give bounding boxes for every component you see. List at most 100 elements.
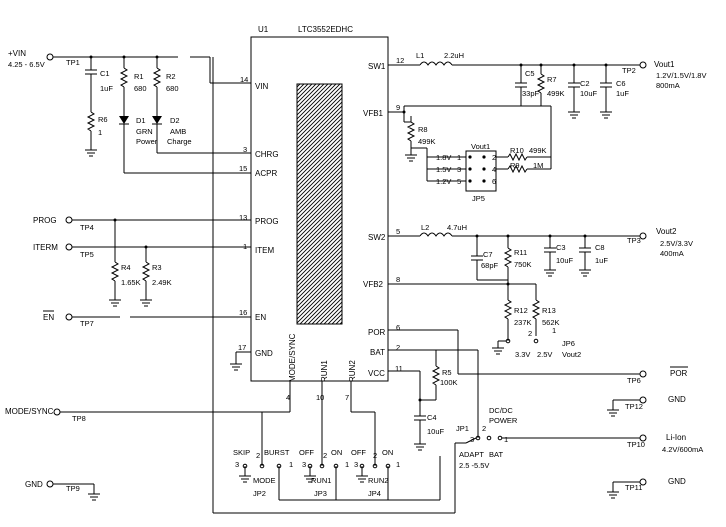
- pin-name-prog: PROG: [255, 217, 279, 226]
- vout2-network: L2 4.7uH Vout2 TP3 2.5V/3.3V 400mA C7 68…: [388, 223, 693, 281]
- r6-value: 1: [98, 128, 102, 137]
- pin-num-13: 13: [239, 213, 247, 222]
- modesync-label: MODE/SYNC: [5, 407, 54, 416]
- jp2-right: BURST: [264, 448, 290, 457]
- jumper-jp1[interactable]: DC/DC POWER JP1 3 2 1 ADAPT BAT 2.5 -5.5…: [455, 406, 640, 470]
- pin-num-7: 7: [345, 393, 349, 402]
- pin-num-6: 6: [396, 323, 400, 332]
- run-bus: [212, 57, 456, 514]
- r13-value: 562K: [542, 318, 560, 327]
- liion-label: Li-Ion: [666, 433, 686, 442]
- exposed-pad: [296, 83, 343, 325]
- l2-value: 4.7uH: [447, 223, 467, 232]
- c6-value: 1uF: [616, 89, 629, 98]
- c8-ref: C8: [595, 243, 605, 252]
- r7-value: 499K: [547, 89, 565, 98]
- d2-color: AMB: [170, 127, 186, 136]
- jumper-jp2[interactable]: SKIP BURST 3 2 1 MODE JP2: [233, 412, 293, 498]
- c3-value: 10uF: [556, 256, 574, 265]
- vfb1-network: R8 499K Vout1 1.8V 1.5V 1.2V 1 3 5 2 4 6…: [388, 105, 552, 203]
- vout1-label: Vout1: [654, 60, 675, 69]
- jp1-ref: JP1: [456, 424, 469, 433]
- r10-ref: R10: [510, 146, 524, 155]
- c5-value: 33pF: [522, 89, 540, 98]
- jumper-jp3[interactable]: OFF ON 3 2 1 RUN1 JP3: [299, 381, 349, 498]
- pin-name-bat: BAT: [370, 348, 385, 357]
- pin-name-vcc: VCC: [368, 369, 385, 378]
- pin-num-5: 5: [396, 227, 400, 236]
- jp1-title1: DC/DC: [489, 406, 513, 415]
- r10-value: 499K: [529, 146, 547, 155]
- jp3-left: OFF: [299, 448, 314, 457]
- vin-label: +VIN: [8, 49, 26, 58]
- r11-value: 750K: [514, 260, 532, 269]
- tp12-label: TP12: [625, 402, 643, 411]
- vout2-label: Vout2: [656, 227, 677, 236]
- vout2-spec2: 400mA: [660, 249, 684, 258]
- l1-ref: L1: [416, 51, 424, 60]
- jp5-pin-2: 2: [492, 153, 496, 162]
- r3-value: 2.49K: [152, 278, 172, 287]
- c2-value: 10uF: [580, 89, 598, 98]
- r2-value: 680: [166, 84, 179, 93]
- vout1-spec2: 800mA: [656, 81, 680, 90]
- pin-name-run2: RUN2: [348, 360, 357, 382]
- c1-value: 1uF: [100, 84, 113, 93]
- tp5-label: TP5: [80, 250, 94, 259]
- r7-ref: R7: [547, 75, 557, 84]
- tp10-label: TP10: [627, 440, 645, 449]
- tp7-label: TP7: [80, 319, 94, 328]
- jp1-right: BAT: [489, 450, 503, 459]
- jp4-pin1: 1: [396, 460, 400, 469]
- r4-ref: R4: [121, 263, 131, 272]
- tp9-label: TP9: [66, 484, 80, 493]
- por-bat-vcc-network: POR TP6 R5 100K C4 10uF: [388, 329, 688, 451]
- jp5-pin-4: 4: [492, 165, 496, 174]
- right-bottom-ports: GND TP12 Li-Ion 4.2V/600mA TP10 GND TP11: [606, 395, 703, 499]
- ic-gnd-connection: [229, 351, 251, 371]
- gnd-left-label: GND: [25, 480, 43, 489]
- jp3-ref: JP3: [314, 489, 327, 498]
- d1-ref: D1: [136, 116, 146, 125]
- c1-ref: C1: [100, 69, 110, 78]
- pin-name-sw2: SW2: [368, 233, 386, 242]
- r1-value: 680: [134, 84, 147, 93]
- ic-u1: U1 LTC3552EDHC VIN CHRG ACPR PROG ITEM E…: [238, 25, 404, 402]
- jp5-pin-6: 6: [492, 177, 496, 186]
- jp3-right: ON: [331, 448, 342, 457]
- r8-value: 499K: [418, 137, 436, 146]
- c7-ref: C7: [483, 250, 493, 259]
- jp1-pin2: 2: [482, 424, 486, 433]
- l1-value: 2.2uH: [444, 51, 464, 60]
- pin-num-4: 4: [286, 393, 290, 402]
- gnd12-label: GND: [668, 395, 686, 404]
- r9-ref: R9: [510, 161, 520, 170]
- jp2-sub: MODE: [253, 476, 276, 485]
- jp5-header[interactable]: [465, 150, 497, 192]
- tp4-label: TP4: [80, 223, 94, 232]
- vout1-network: L1 2.2uH Vout1 TP2 1.2V/1.5V/1.8V 800mA …: [388, 51, 706, 119]
- pin-num-12: 12: [396, 56, 404, 65]
- ic-part-number: LTC3552EDHC: [298, 25, 353, 34]
- c3-ref: C3: [556, 243, 566, 252]
- tp1-label: TP1: [66, 58, 80, 67]
- vout2-spec1: 2.5V/3.3V: [660, 239, 693, 248]
- c6-ref: C6: [616, 79, 626, 88]
- c2-ref: C2: [580, 79, 590, 88]
- pin-name-vfb1: VFB1: [363, 109, 384, 118]
- pin-num-10: 10: [316, 393, 324, 402]
- r11-ref: R11: [514, 248, 527, 257]
- jp3-sub: RUN1: [311, 476, 331, 485]
- pin-name-modesync: MODE/SYNC: [288, 333, 297, 382]
- d1-desc: Power: [136, 137, 158, 146]
- liion-spec: 4.2V/600mA: [662, 445, 703, 454]
- c4-ref: C4: [427, 413, 437, 422]
- jp2-pin2: 2: [256, 451, 260, 460]
- jp1-title2: POWER: [489, 416, 518, 425]
- pin-name-run1: RUN1: [320, 360, 329, 382]
- jp6-ref[interactable]: JP6: [562, 339, 575, 348]
- prog-iterm-network: PROG TP4 R4 1.65K ITERM TP5 R3 2.49K: [33, 216, 251, 307]
- en-label: EN: [43, 313, 54, 322]
- jumper-jp4[interactable]: OFF ON 3 2 1 RUN2 JP4: [350, 381, 400, 498]
